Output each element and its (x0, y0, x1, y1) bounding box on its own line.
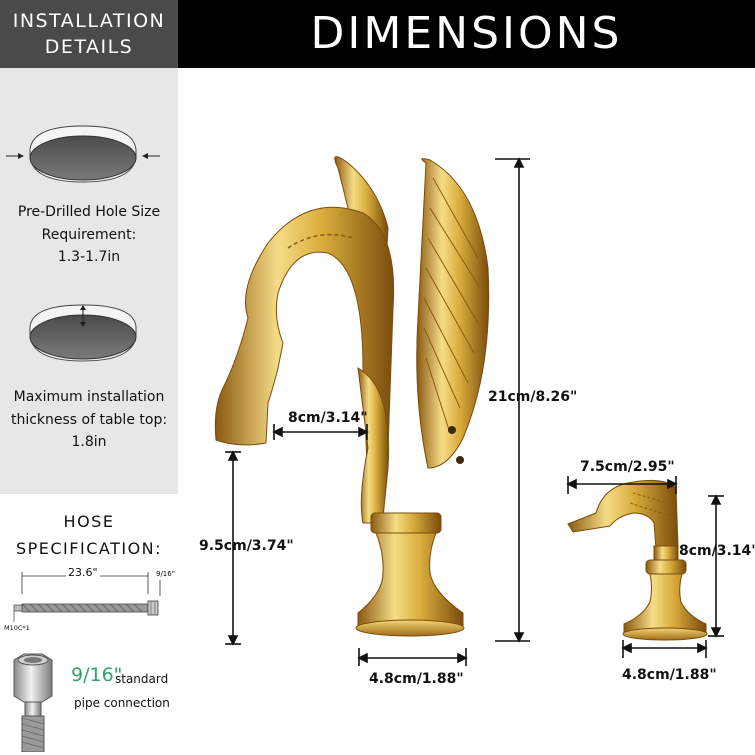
thickness-line1: Maximum installation (13, 389, 165, 405)
spout-height-label: 9.5cm/3.74" (199, 538, 294, 554)
hose-end-size-label: 9/16" (156, 570, 175, 578)
installation-header-line2: DETAILS (44, 36, 134, 58)
thickness-text: Maximum installation thickness of table … (0, 386, 178, 454)
hose-specification-title: HOSE SPECIFICATION: (0, 508, 178, 562)
hole-size-line2: Requirement: (41, 226, 137, 243)
dimensions-header: DIMENSIONS (178, 0, 755, 68)
hose-diagram (13, 572, 161, 622)
connector-pipe-label: pipe connection (74, 696, 170, 710)
handle-base (623, 573, 707, 635)
spout-base (357, 532, 464, 629)
handle-swan-head (567, 479, 679, 549)
swan-neck (214, 206, 395, 490)
pipe-connector-icon (13, 653, 53, 752)
connector-standard-label: standard (115, 672, 169, 686)
connector-size-label: 9/16" (71, 664, 123, 686)
hose-length-label: 23.6" (66, 566, 100, 579)
hole-size-text: Pre-Drilled Hole Size Requirement: 1.3-1… (0, 201, 178, 269)
hose-title-line1: HOSE (63, 512, 115, 531)
installation-details-header: INSTALLATION DETAILS (0, 0, 178, 68)
faucet-dimension-drawing (214, 156, 724, 666)
spout-collar (370, 512, 442, 534)
swan-front-wing (416, 158, 490, 469)
base-width-label: 4.8cm/1.88" (369, 671, 464, 687)
spout-reach-label: 8cm/3.14" (288, 410, 368, 426)
total-height-label: 21cm/8.26" (488, 389, 578, 405)
thickness-diagram (29, 304, 137, 362)
hole-size-line3: 1.3-1.7in (57, 249, 121, 265)
handle-collar (645, 559, 687, 575)
installation-header-line1: INSTALLATION (12, 10, 166, 32)
thickness-line3: 1.8in (71, 434, 107, 450)
hole-size-diagram (6, 125, 160, 183)
hole-size-line1: Pre-Drilled Hole Size (17, 204, 161, 220)
hose-thread-label: M10C*1 (4, 624, 30, 632)
handle-length-label: 7.5cm/2.95" (580, 459, 675, 475)
dimensions-title: DIMENSIONS (310, 8, 623, 59)
handle-base-width-label: 4.8cm/1.88" (622, 667, 717, 683)
handle-height-label: 8cm/3.14" (679, 543, 755, 559)
hose-title-line2: SPECIFICATION: (15, 539, 163, 558)
thickness-line2: thickness of table top: (10, 411, 168, 428)
